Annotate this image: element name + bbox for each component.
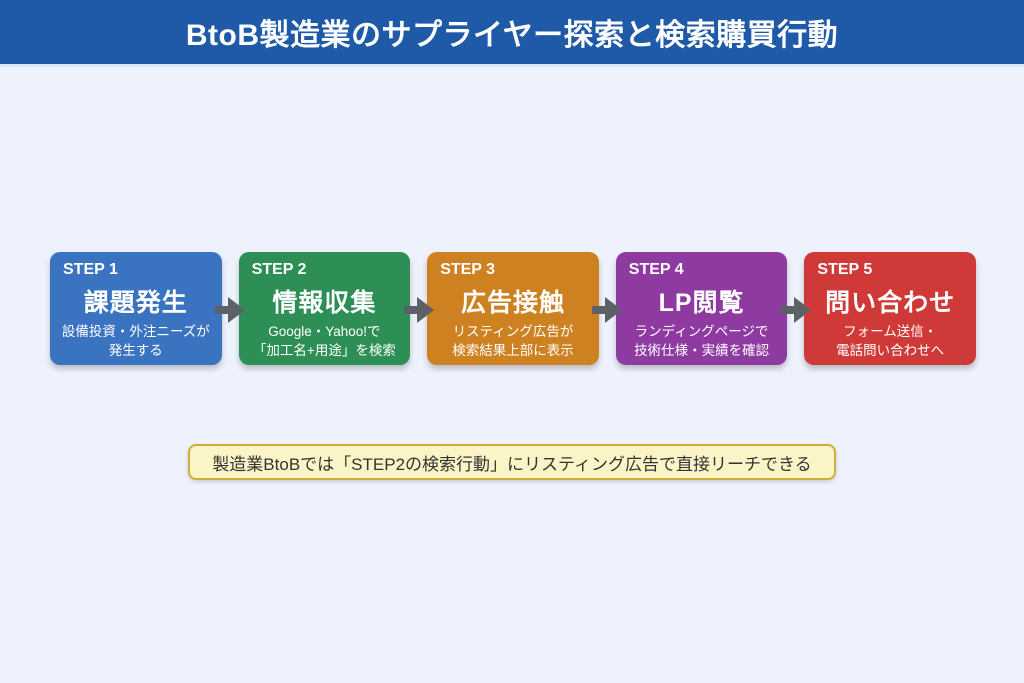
- step-subtitle: 設備投資・外注ニーズが 発生する: [61, 324, 210, 358]
- step-subtitle: ランディングページで 技術仕様・実績を確認: [634, 324, 770, 358]
- step-title: 情報収集: [272, 289, 377, 317]
- step-subtitle: リスティング広告が 検索結果上部に表示: [452, 324, 574, 358]
- step-box-2: STEP 2 情報収集 Google・Yahoo!で 「加工名+用途」を検索: [238, 252, 411, 365]
- step-title: 問い合わせ: [825, 289, 956, 317]
- right-arrow-icon: [404, 297, 434, 323]
- key-insight-note: 製造業BtoBでは「STEP2の検索行動」にリスティング広告で直接リーチできる: [188, 444, 836, 480]
- note-text: 製造業BtoBでは「STEP2の検索行動」にリスティング広告で直接リーチできる: [212, 454, 812, 474]
- step-box-3: STEP 3 広告接触 リスティング広告が 検索結果上部に表示: [427, 252, 599, 365]
- step-label: STEP 1: [63, 261, 118, 278]
- page-title: BtoB製造業のサプライヤー探索と検索購買行動: [185, 19, 839, 52]
- step-subtitle: フォーム送信・ 電話問い合わせへ: [836, 324, 945, 358]
- step-box-1: STEP 1 課題発生 設備投資・外注ニーズが 発生する: [50, 252, 222, 365]
- step-label: STEP 2: [251, 261, 307, 278]
- step-title: LP閲覧: [658, 289, 745, 317]
- right-arrow-icon: [781, 297, 811, 323]
- step-subtitle: Google・Yahoo!で 「加工名+用途」を検索: [252, 324, 396, 358]
- process-flow: STEP 1 課題発生 設備投資・外注ニーズが 発生する STEP 2 情報収集…: [50, 252, 976, 365]
- step-box-5: STEP 5 問い合わせ フォーム送信・ 電話問い合わせへ: [804, 252, 976, 365]
- right-arrow-icon: [592, 297, 622, 323]
- step-title: 課題発生: [83, 289, 188, 317]
- step-title: 広告接触: [460, 289, 565, 317]
- title-bar: BtoB製造業のサプライヤー探索と検索購買行動: [0, 0, 1024, 67]
- step-label: STEP 4: [628, 261, 684, 278]
- right-arrow-icon: [215, 297, 245, 323]
- step-label: STEP 3: [440, 261, 496, 278]
- step-box-4: STEP 4 LP閲覧 ランディングページで 技術仕様・実績を確認: [615, 252, 788, 365]
- step-label: STEP 5: [817, 261, 873, 278]
